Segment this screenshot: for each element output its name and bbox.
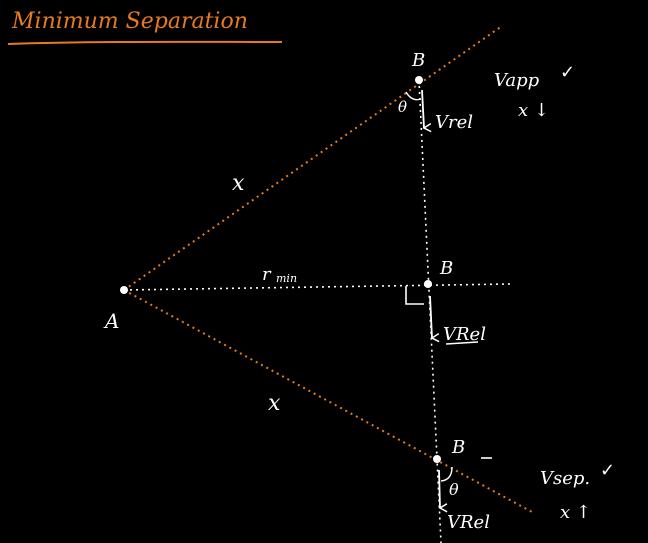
r-min-subscript: min bbox=[276, 272, 297, 285]
point-b-bottom bbox=[433, 455, 441, 463]
v-rel-mid-underline bbox=[445, 341, 479, 345]
angle-arc-top bbox=[405, 91, 422, 101]
point-b-top bbox=[415, 76, 423, 84]
separation-note: Vsep. bbox=[540, 468, 590, 489]
line-a-to-b-top bbox=[123, 25, 503, 291]
v-rel-arrow-mid bbox=[429, 295, 440, 343]
page-title: Minimum Separation bbox=[11, 9, 248, 34]
separation-trend: x ↑ bbox=[560, 502, 591, 523]
line-r-min bbox=[123, 283, 511, 291]
label-b-bottom: B bbox=[451, 437, 465, 458]
r-min-label: r bbox=[262, 264, 272, 285]
theta-bottom: θ bbox=[449, 480, 459, 499]
right-angle-mark bbox=[405, 286, 424, 305]
angle-arc-bottom bbox=[440, 466, 453, 482]
separation-check: ✓ bbox=[600, 460, 615, 481]
x-label-upper: x bbox=[232, 171, 245, 196]
approach-check: ✓ bbox=[560, 62, 575, 83]
title-underline bbox=[7, 40, 283, 45]
v-rel-arrow-top bbox=[421, 89, 432, 133]
approach-note: Vapp bbox=[494, 70, 540, 91]
v-rel-arrow-bottom bbox=[438, 469, 448, 513]
point-a bbox=[120, 286, 128, 294]
approach-trend: x ↓ bbox=[518, 100, 549, 121]
v-rel-label-top: Vrel bbox=[435, 112, 473, 133]
point-b-mid bbox=[424, 280, 432, 288]
v-rel-label-bottom: VRel bbox=[447, 512, 490, 533]
label-b-top: B bbox=[411, 50, 425, 71]
v-rel-label-mid: VRel bbox=[443, 324, 486, 345]
label-b-mid: B bbox=[439, 258, 453, 279]
x-label-lower: x bbox=[268, 391, 281, 416]
theta-top: θ bbox=[398, 98, 407, 116]
label-a: A bbox=[103, 309, 119, 333]
